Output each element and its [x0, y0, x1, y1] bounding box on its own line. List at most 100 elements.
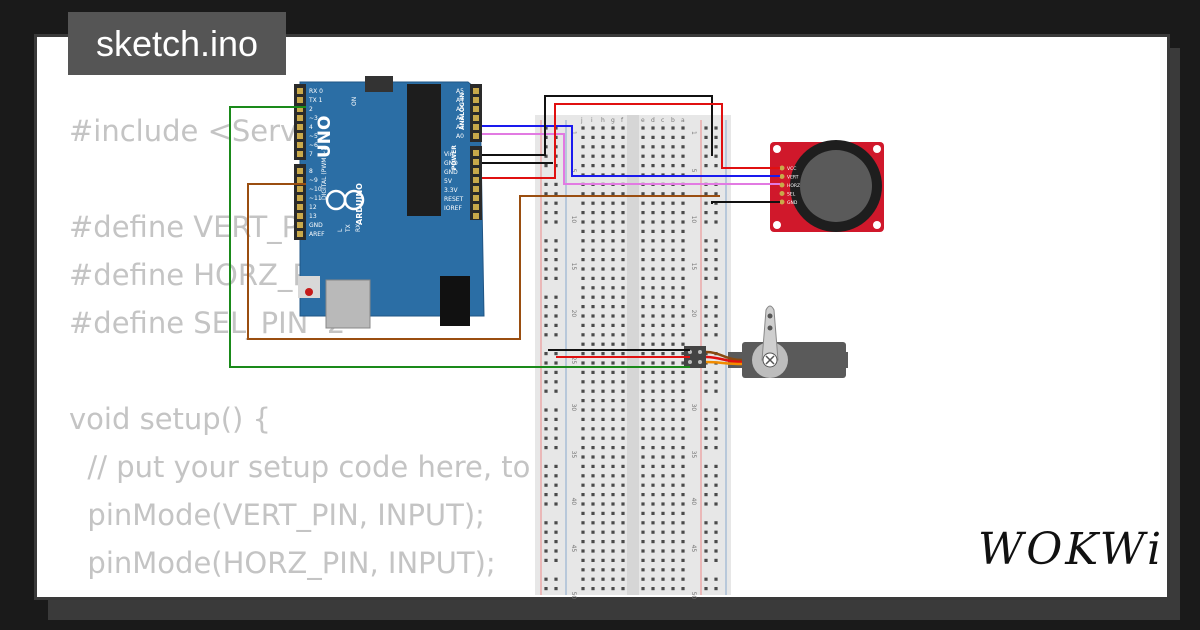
- breadboard-hole[interactable]: [651, 521, 655, 525]
- digital-header-pin[interactable]: [297, 88, 303, 94]
- breadboard-hole[interactable]: [651, 220, 655, 224]
- breadboard-hole[interactable]: [704, 464, 708, 468]
- breadboard-hole[interactable]: [681, 455, 685, 459]
- breadboard-hole[interactable]: [611, 389, 615, 393]
- breadboard-hole[interactable]: [641, 530, 645, 534]
- breadboard-hole[interactable]: [581, 399, 585, 403]
- breadboard-hole[interactable]: [671, 361, 675, 365]
- breadboard-hole[interactable]: [704, 164, 708, 168]
- breadboard-hole[interactable]: [581, 286, 585, 290]
- breadboard-hole[interactable]: [581, 323, 585, 327]
- breadboard-hole[interactable]: [611, 248, 615, 252]
- breadboard-hole[interactable]: [714, 135, 718, 139]
- breadboard-hole[interactable]: [651, 154, 655, 158]
- breadboard-hole[interactable]: [621, 511, 625, 515]
- breadboard-hole[interactable]: [621, 530, 625, 534]
- breadboard-hole[interactable]: [641, 568, 645, 572]
- breadboard-hole[interactable]: [714, 483, 718, 487]
- breadboard-hole[interactable]: [591, 464, 595, 468]
- breadboard-hole[interactable]: [641, 455, 645, 459]
- breadboard-hole[interactable]: [581, 558, 585, 562]
- breadboard-hole[interactable]: [714, 577, 718, 581]
- breadboard-hole[interactable]: [621, 295, 625, 299]
- breadboard-hole[interactable]: [601, 455, 605, 459]
- breadboard-hole[interactable]: [611, 295, 615, 299]
- breadboard-hole[interactable]: [651, 333, 655, 337]
- breadboard-hole[interactable]: [661, 568, 665, 572]
- power-header-pin[interactable]: [473, 159, 479, 165]
- breadboard-hole[interactable]: [671, 342, 675, 346]
- breadboard-hole[interactable]: [651, 239, 655, 243]
- breadboard-hole[interactable]: [554, 521, 558, 525]
- breadboard-hole[interactable]: [591, 239, 595, 243]
- breadboard-hole[interactable]: [601, 427, 605, 431]
- breadboard-hole[interactable]: [601, 286, 605, 290]
- breadboard-hole[interactable]: [591, 314, 595, 318]
- breadboard-hole[interactable]: [704, 577, 708, 581]
- breadboard-hole[interactable]: [544, 370, 548, 374]
- breadboard-hole[interactable]: [681, 521, 685, 525]
- breadboard-hole[interactable]: [581, 474, 585, 478]
- breadboard-hole[interactable]: [681, 370, 685, 374]
- breadboard-hole[interactable]: [611, 323, 615, 327]
- breadboard-hole[interactable]: [714, 474, 718, 478]
- breadboard-hole[interactable]: [581, 587, 585, 591]
- breadboard-hole[interactable]: [671, 267, 675, 271]
- breadboard-hole[interactable]: [641, 389, 645, 393]
- breadboard-hole[interactable]: [591, 427, 595, 431]
- breadboard-hole[interactable]: [671, 417, 675, 421]
- breadboard-hole[interactable]: [681, 558, 685, 562]
- breadboard-hole[interactable]: [611, 474, 615, 478]
- breadboard-hole[interactable]: [601, 295, 605, 299]
- breadboard-hole[interactable]: [681, 258, 685, 262]
- breadboard-hole[interactable]: [621, 370, 625, 374]
- breadboard-hole[interactable]: [621, 558, 625, 562]
- breadboard-hole[interactable]: [641, 361, 645, 365]
- breadboard-hole[interactable]: [601, 229, 605, 233]
- breadboard-hole[interactable]: [681, 314, 685, 318]
- breadboard-hole[interactable]: [641, 126, 645, 130]
- breadboard-hole[interactable]: [671, 192, 675, 196]
- breadboard-hole[interactable]: [704, 154, 708, 158]
- breadboard-hole[interactable]: [601, 568, 605, 572]
- breadboard-hole[interactable]: [641, 408, 645, 412]
- breadboard-hole[interactable]: [671, 229, 675, 233]
- breadboard-hole[interactable]: [681, 436, 685, 440]
- breadboard-hole[interactable]: [651, 558, 655, 562]
- digital-header-pin[interactable]: [297, 195, 303, 201]
- breadboard-hole[interactable]: [554, 305, 558, 309]
- breadboard-hole[interactable]: [601, 370, 605, 374]
- breadboard-hole[interactable]: [704, 549, 708, 553]
- breadboard-hole[interactable]: [591, 333, 595, 337]
- breadboard-hole[interactable]: [621, 521, 625, 525]
- breadboard-hole[interactable]: [671, 474, 675, 478]
- breadboard-hole[interactable]: [591, 286, 595, 290]
- breadboard-hole[interactable]: [661, 135, 665, 139]
- breadboard-hole[interactable]: [714, 333, 718, 337]
- breadboard-hole[interactable]: [554, 558, 558, 562]
- breadboard-hole[interactable]: [621, 352, 625, 356]
- breadboard-hole[interactable]: [651, 323, 655, 327]
- breadboard-hole[interactable]: [651, 389, 655, 393]
- breadboard-hole[interactable]: [641, 493, 645, 497]
- breadboard-hole[interactable]: [581, 201, 585, 205]
- breadboard-hole[interactable]: [671, 455, 675, 459]
- breadboard-hole[interactable]: [714, 305, 718, 309]
- breadboard-hole[interactable]: [714, 220, 718, 224]
- breadboard-hole[interactable]: [641, 474, 645, 478]
- breadboard-hole[interactable]: [554, 502, 558, 506]
- breadboard-hole[interactable]: [591, 211, 595, 215]
- breadboard-hole[interactable]: [661, 333, 665, 337]
- breadboard-hole[interactable]: [641, 352, 645, 356]
- breadboard-hole[interactable]: [554, 248, 558, 252]
- breadboard-hole[interactable]: [591, 352, 595, 356]
- breadboard-hole[interactable]: [671, 276, 675, 280]
- breadboard-hole[interactable]: [544, 417, 548, 421]
- breadboard-hole[interactable]: [661, 220, 665, 224]
- breadboard-hole[interactable]: [591, 248, 595, 252]
- breadboard-hole[interactable]: [544, 164, 548, 168]
- breadboard-hole[interactable]: [651, 370, 655, 374]
- breadboard-hole[interactable]: [611, 587, 615, 591]
- breadboard-hole[interactable]: [544, 295, 548, 299]
- breadboard-hole[interactable]: [591, 370, 595, 374]
